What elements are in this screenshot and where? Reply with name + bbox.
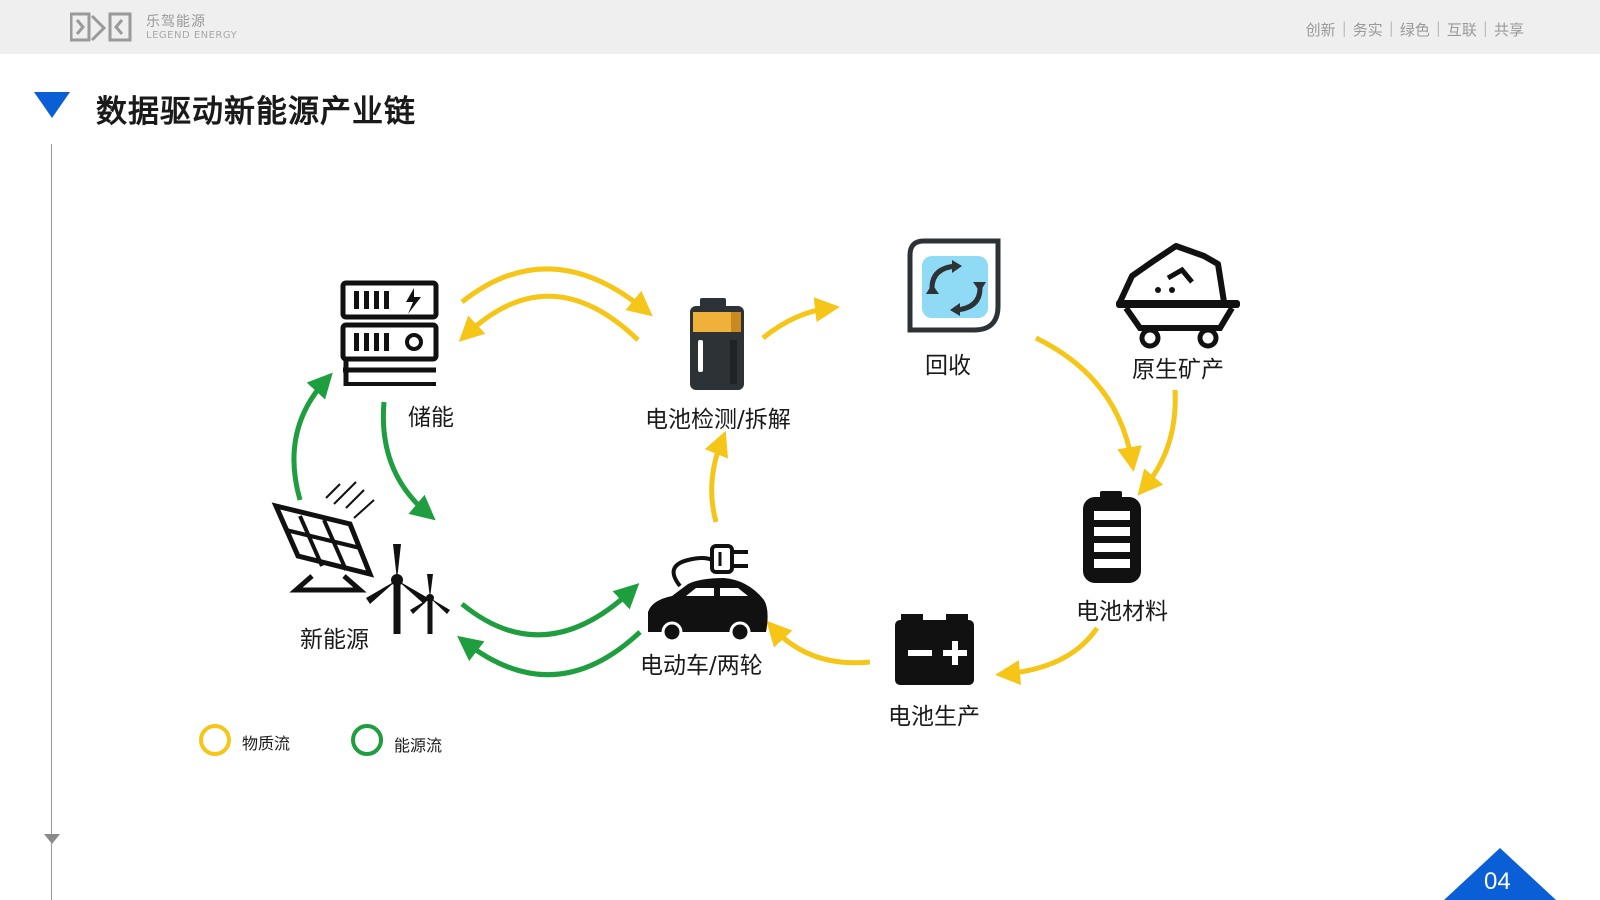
- title-triangle-icon: [34, 92, 70, 118]
- flow-arrow-battery-test-to-recycle: [761, 297, 840, 340]
- node-label-recycle: 回收: [925, 353, 971, 379]
- node-label-battery-material: 电池材料: [1076, 599, 1168, 625]
- mining-cart-icon: [1116, 243, 1240, 349]
- node-label-new-energy: 新能源: [300, 627, 369, 653]
- motto: 创新 | 务实 | 绿色 | 互联 | 共享: [1306, 19, 1524, 40]
- motto-item: 创新: [1305, 21, 1336, 39]
- battery-production-icon: [895, 614, 974, 685]
- node-label-battery-test: 电池检测/拆解: [645, 407, 791, 433]
- flow-arrow-storage-to-new-energy: [380, 401, 436, 521]
- motto-item: 互联: [1446, 21, 1477, 39]
- rule-arrow-icon: [44, 834, 60, 844]
- legend-energy-ring-icon: [351, 724, 383, 756]
- logo-icon: [70, 12, 132, 42]
- motto-item: 务实: [1352, 21, 1383, 39]
- battery-material-icon: [1083, 491, 1141, 583]
- flow-arrow-battery-test-to-storage: [458, 293, 640, 342]
- flow-arrow-ev-to-new-energy: [457, 630, 642, 678]
- header-bar: 乐驾能源 LEGEND ENERGY 创新 | 务实 | 绿色 | 互联 | 共…: [0, 0, 1600, 54]
- motto-separator: |: [1388, 19, 1394, 37]
- page-number: 04: [1484, 868, 1511, 895]
- node-label-mining: 原生矿产: [1132, 357, 1224, 383]
- electric-car-icon: [648, 544, 768, 643]
- page-title: 数据驱动新能源产业链: [96, 94, 416, 130]
- flow-arrow-storage-to-battery-test: [460, 266, 653, 317]
- flow-arrow-new-energy-to-ev: [460, 583, 640, 638]
- legend-material-ring-icon: [199, 724, 231, 756]
- motto-item: 绿色: [1399, 21, 1430, 39]
- left-rule: [51, 144, 52, 900]
- legend-label-material: 物质流: [242, 734, 291, 753]
- motto-separator: |: [1341, 19, 1347, 37]
- flow-arrow-recycle-to-material: [1034, 335, 1142, 472]
- solar-wind-icon: [271, 481, 450, 634]
- node-label-ev: 电动车/两轮: [640, 653, 763, 679]
- logo-text-cn: 乐驾能源: [146, 14, 206, 30]
- flow-arrow-ev-to-battery-test: [704, 430, 728, 523]
- flow-arrow-material-to-production: [995, 626, 1100, 686]
- flow-arrow-mining-to-material: [1137, 389, 1178, 496]
- node-label-storage: 储能: [408, 405, 454, 431]
- node-label-battery-production: 电池生产: [888, 704, 980, 730]
- page-number-badge: [1444, 848, 1556, 900]
- flow-arrow-production-to-ev: [766, 620, 871, 666]
- logo-text-en: LEGEND ENERGY: [146, 30, 238, 41]
- motto-separator: |: [1482, 19, 1488, 37]
- recycle-icon: [907, 238, 1001, 333]
- flow-arrow-new-energy-to-storage: [291, 372, 333, 501]
- legend-label-energy: 能源流: [394, 736, 443, 755]
- motto-separator: |: [1435, 19, 1441, 37]
- energy-storage-icon: [340, 280, 439, 386]
- motto-item: 共享: [1493, 21, 1524, 39]
- battery-test-icon: [690, 298, 744, 390]
